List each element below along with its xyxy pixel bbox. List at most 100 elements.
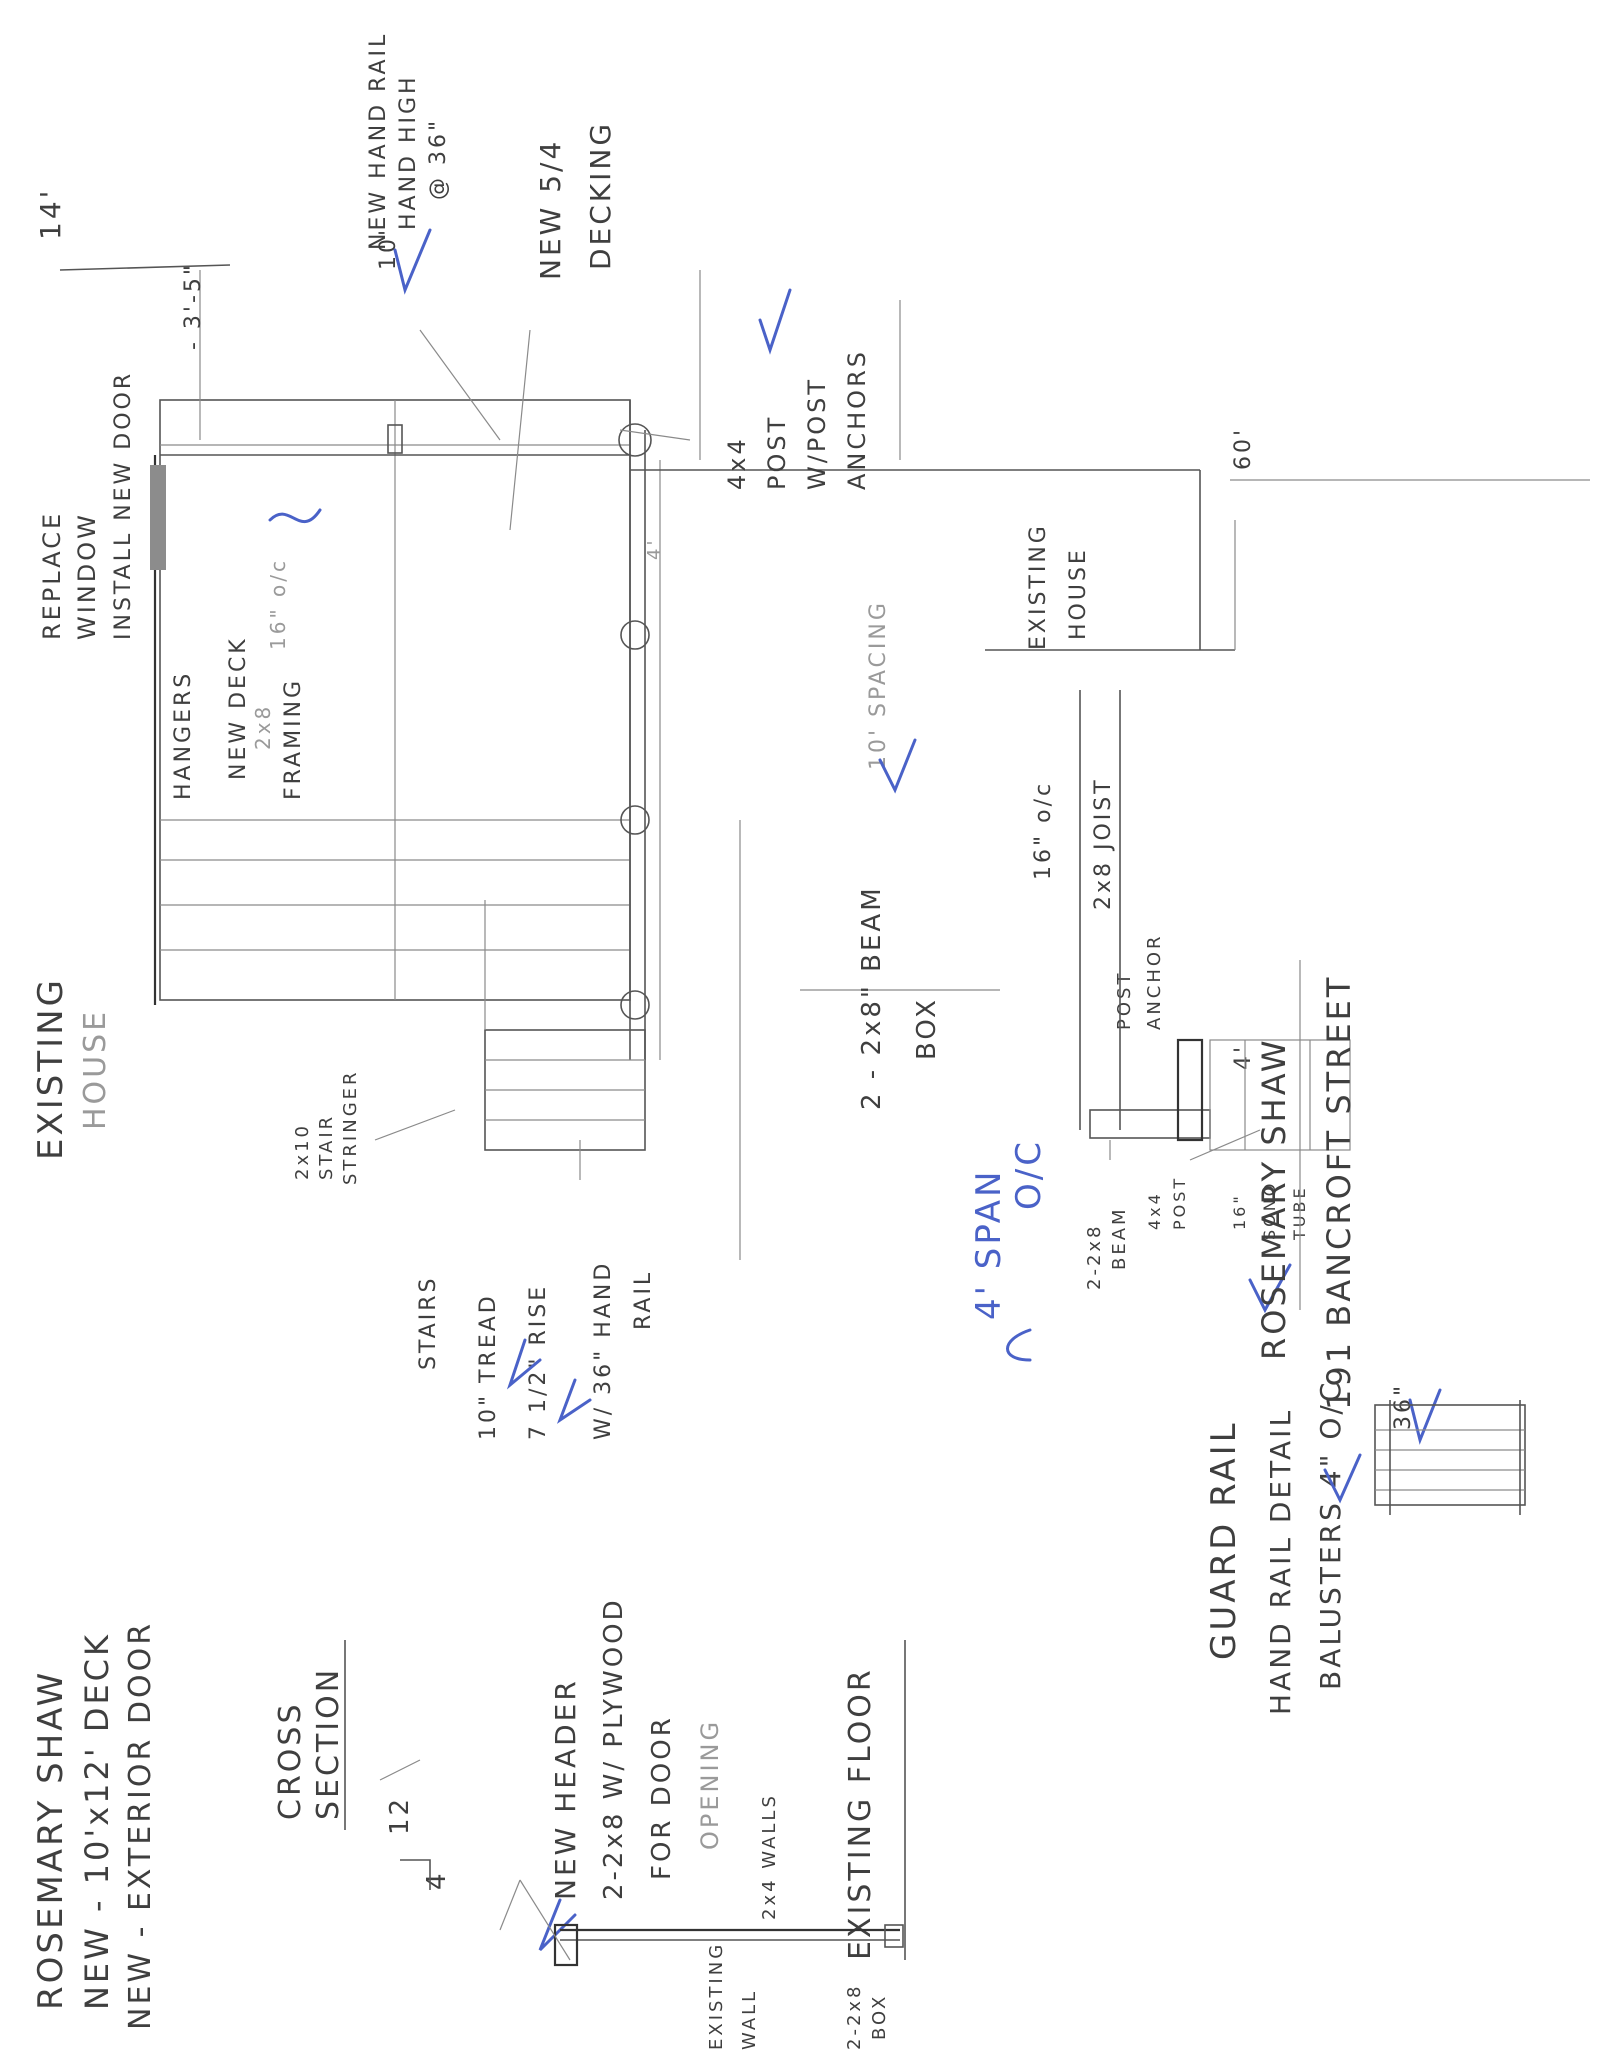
decking-note-line1: NEW 5/4 (534, 139, 567, 280)
header-block (553, 1923, 579, 1967)
hand-rail-note-line3: @ 36" (426, 118, 451, 200)
existing-house-left-line2: HOUSE (78, 1009, 113, 1130)
check-mark-guard-rail (1408, 1388, 1442, 1445)
post-circle (620, 805, 650, 835)
cross-section-title-line1: CROSS (273, 1702, 308, 1821)
post-circle (618, 423, 652, 457)
check-mark-stairs-rise (556, 1378, 592, 1424)
cross-section-title-line2: SECTION (311, 1667, 346, 1820)
spacing-blue-line1: 4' SPAN (969, 1169, 1009, 1320)
guard-rail-detail-drawing (1374, 1400, 1526, 1515)
beam-small-line1: 2-2x8 (1084, 1223, 1105, 1290)
title-deck: NEW - 10'x12' DECK (78, 1632, 116, 2010)
leader-line (619, 429, 691, 441)
door-opening-marker (150, 465, 166, 570)
hand-rail-note-line2: HAND HIGH (396, 74, 421, 230)
check-mark-stairs-tread (506, 1338, 542, 1390)
existing-house-right-line1: EXISTING (1026, 523, 1051, 650)
rail-outline (1374, 1404, 1526, 1506)
window-note-line2: WINDOW (73, 512, 101, 640)
leader-line (379, 1759, 421, 1781)
check-mark-balusters (1323, 1453, 1362, 1504)
spacing-blue-line2: O/C (1009, 1139, 1049, 1210)
guard-rail-line2: BALUSTERS 4" O/C (1314, 1380, 1347, 1690)
box-line1: 2-2x8 (844, 1983, 865, 2050)
post-block (1176, 1038, 1204, 1142)
check-mark-hand-rail (393, 228, 432, 295)
stairs-rail-line2: RAIL (631, 1270, 656, 1330)
leader-line (1189, 1129, 1261, 1161)
stairs-tread: 10" TREAD (476, 1293, 501, 1440)
footing-detail (1079, 690, 1351, 1161)
beam-note-line2: BOX (912, 997, 942, 1060)
roof-pitch-line (519, 1879, 571, 1961)
walls-label: 2x4 WALLS (759, 1793, 780, 1920)
leader-line (419, 329, 501, 441)
new-deck-label: NEW DECK (226, 636, 251, 780)
existing-house-left-line1: EXISTING (31, 977, 71, 1160)
roof-pitch-line (499, 1879, 521, 1931)
address-street: 191 BANCROFT STREET (1320, 975, 1358, 1410)
sono-tube-line1: 16" (1230, 1193, 1249, 1230)
deck-plan (59, 264, 1590, 1260)
header-line2: 2-2x8 W/ PLYWOOD (599, 1597, 629, 1900)
dimension-4-upper: 4' (644, 538, 665, 560)
sono-tube-line2: SONO (1260, 1181, 1279, 1240)
framing-size-label: 2x8 (251, 704, 275, 750)
existing-wall-line2: WALL (739, 1989, 760, 2050)
stair-stringer-line3: STRINGER (340, 1069, 361, 1185)
joist-note-line2: 2x8 JOIST (1091, 777, 1116, 910)
dimension-line (59, 264, 231, 271)
box-line2: BOX (869, 1994, 890, 2040)
pitch-rise: 12 (385, 1796, 415, 1835)
existing-floor-label: EXISTING FLOOR (843, 1667, 878, 1960)
blue-bracket-mark (1006, 1328, 1032, 1362)
address-name: ROSEMARY SHAW (1255, 1037, 1293, 1360)
scribble-mark-deck (268, 508, 322, 524)
guard-rail-line1: HAND RAIL DETAIL (1264, 1408, 1297, 1715)
check-mark-spacing (878, 738, 917, 794)
check-mark-header (538, 1898, 577, 1952)
stairs-rail-line1: W/ 36" HAND (591, 1261, 616, 1440)
framing-label: FRAMING (281, 678, 306, 800)
beam-note-line1: 2 - 2x8" BEAM (857, 885, 887, 1110)
hangers-label: HANGERS (171, 671, 196, 800)
post-note-line4: ANCHORS (843, 349, 871, 490)
stair-stringer-line1: 2x10 (292, 1123, 313, 1180)
sono-tube-outline (1209, 1039, 1351, 1151)
pitch-triangle (400, 1859, 431, 1890)
header-line3: FOR DOOR (647, 1715, 677, 1880)
floor-box-block (884, 1924, 904, 1948)
title-door: NEW - EXTERIOR DOOR (123, 1621, 158, 2030)
framing-spacing-label: 16" o/c (266, 558, 290, 650)
hand-rail-note-line1: NEW HAND RAIL (366, 32, 391, 250)
post-small-line1: 4x4 (1145, 1191, 1164, 1230)
post-note-line3: W/POST (803, 377, 831, 490)
post-anchor-line2: ANCHOR (1144, 933, 1165, 1030)
window-note-line3: INSTALL NEW DOOR (111, 371, 136, 640)
beam-small-line2: BEAM (1109, 1206, 1130, 1270)
stairs-title: STAIRS (416, 1276, 441, 1370)
rail-post-marker (387, 424, 403, 454)
existing-wall-line1: EXISTING (706, 1942, 727, 2050)
cross-section-drawing (379, 1759, 904, 1967)
post-circle (620, 990, 650, 1020)
stair-stringer-line2: STAIR (316, 1114, 337, 1180)
dimension-14: 14' (34, 188, 67, 240)
existing-house-right-line2: HOUSE (1066, 547, 1091, 640)
joist-note-line1: 16" o/c (1031, 781, 1056, 880)
window-note-line1: REPLACE (38, 511, 66, 640)
post-note-line2: POST (763, 415, 791, 490)
post-anchor-line1: POST (1114, 971, 1135, 1030)
check-mark-post (758, 288, 792, 355)
pitch-run: 4 (422, 1870, 452, 1890)
footing-dimension: 4' (1231, 1044, 1256, 1070)
post-small-line2: POST (1170, 1176, 1189, 1230)
decking-note-line2: DECKING (584, 121, 617, 270)
leader-line (509, 329, 531, 531)
dimension-3-5: - 3'-5" (181, 262, 206, 350)
dimension-60: 60' (1231, 427, 1256, 470)
existing-decking-spacing: 10' SPACING (866, 600, 891, 770)
